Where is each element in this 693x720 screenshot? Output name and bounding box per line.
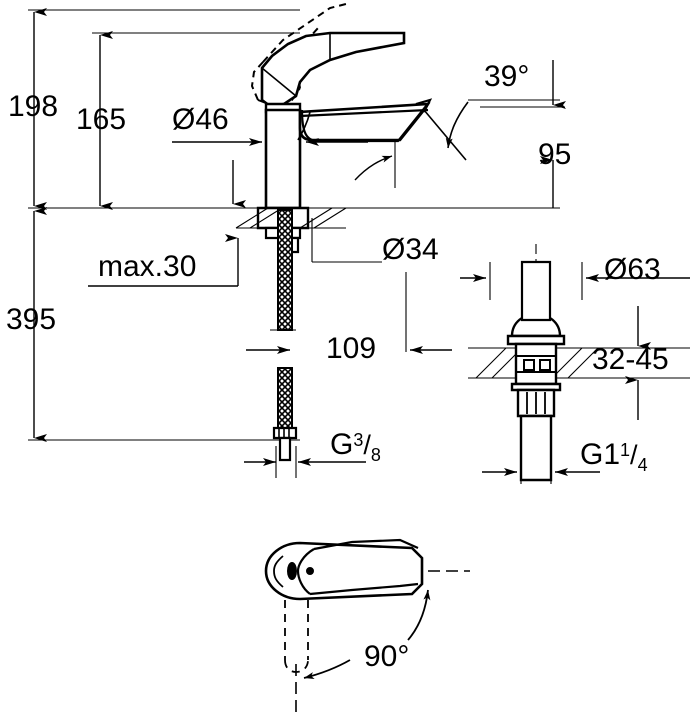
plan-view [264, 538, 470, 716]
drain-thread-denominator: 4 [637, 455, 648, 476]
label-swivel-angle: 39° [484, 60, 530, 93]
spout [298, 102, 431, 142]
rotation-arc-upper [407, 589, 431, 641]
body-barrel [264, 108, 302, 210]
drain-thread-slash: / [630, 440, 638, 470]
label-max-deck-thickness: max.30 [98, 250, 197, 283]
hose-lower [277, 367, 293, 431]
label-overall-height: 198 [8, 90, 59, 123]
plan-aerator [287, 562, 314, 580]
supply-thread-denominator: 8 [370, 445, 381, 466]
spout-inner-curve [297, 111, 311, 141]
label-supply-thread: G3/8 [330, 428, 381, 465]
lever-handle [260, 31, 406, 108]
dimension-109-extensions [270, 272, 407, 352]
plan-outlet-ring [273, 555, 284, 588]
supply-connector [272, 426, 298, 462]
label-spout-projection: 95 [538, 138, 572, 171]
label-base-diameter: Ø34 [382, 233, 439, 266]
supply-connector-ribs [278, 429, 290, 437]
leader-spout-diagonal [354, 155, 393, 181]
drain-thread-numerator: 1 [620, 439, 631, 460]
dimension-63-extensions [489, 262, 583, 300]
label-drain-thread-prefix: G1 [580, 438, 621, 471]
supply-thread-numerator: 3 [353, 429, 364, 450]
label-supply-thread-fraction: 3/8 [353, 429, 381, 465]
angle-39-arc [423, 101, 469, 161]
label-body-diameter: Ø46 [172, 103, 229, 136]
drain-lower-ribs [526, 392, 546, 414]
label-supply-thread-prefix: G [330, 428, 354, 461]
faucet-front-elevation [235, 3, 433, 462]
hose-upper [277, 209, 293, 331]
plan-spout-projection [284, 600, 309, 673]
label-total-length: 395 [6, 303, 57, 336]
supply-thread-slash: / [363, 430, 371, 460]
rotation-arc-lower [303, 659, 351, 679]
drain-standpipe [520, 260, 552, 322]
label-spout-height: 165 [76, 103, 127, 136]
dimension-g38-extensions [275, 446, 297, 478]
drain-tailpiece [519, 414, 553, 482]
label-handle-rotation: 90° [364, 640, 410, 673]
label-drain-thread-fraction: 1/4 [620, 439, 648, 475]
drain-assembly-detail [468, 244, 599, 482]
label-drain-thread: G11/4 [580, 438, 648, 475]
plan-handle-outline [296, 538, 419, 596]
dimension-95-extensions [430, 106, 565, 209]
label-drain-basin-range: 32-45 [592, 343, 669, 376]
drain-valve-slots [516, 355, 556, 373]
lever-detail-lines [261, 33, 331, 97]
label-drain-flange-diameter: Ø63 [604, 253, 661, 286]
leader-max30 [88, 234, 239, 287]
dimension-g114-extensions [520, 440, 552, 484]
label-hose-length: 109 [326, 332, 377, 365]
dimension-3245-extensions [556, 347, 690, 379]
leader-diameter-34 [311, 218, 382, 263]
